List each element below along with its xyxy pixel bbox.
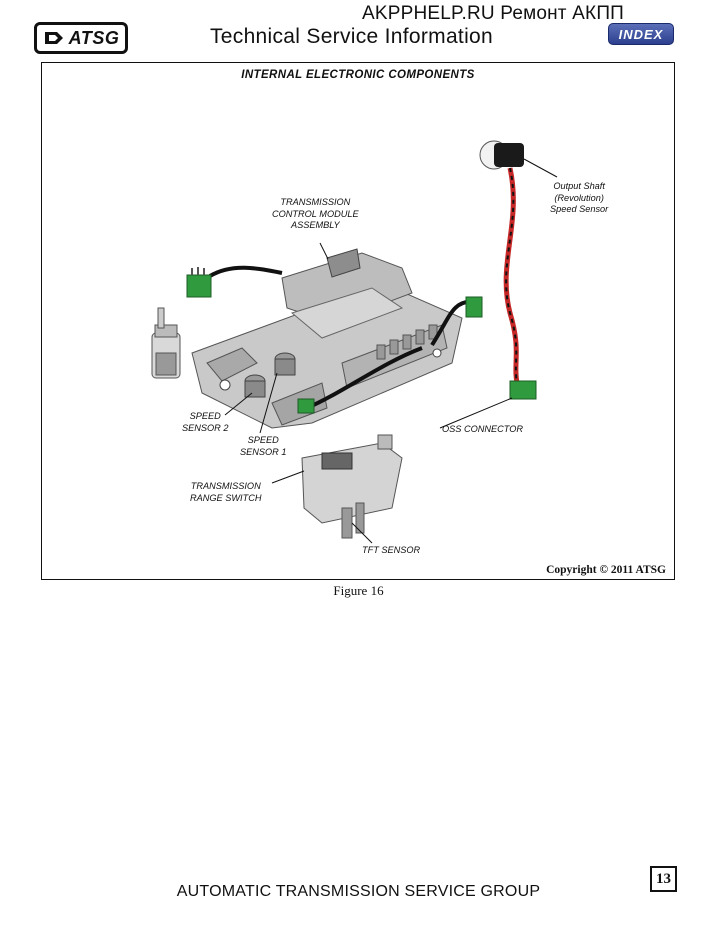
range-switch-label: TRANSMISSION RANGE SWITCH — [190, 481, 262, 503]
tft-sensor-label: TFT SENSOR — [362, 545, 421, 555]
components-illustration — [151, 140, 558, 544]
leader-lines — [224, 158, 558, 544]
tcm-assembly-drawing — [191, 248, 463, 429]
logo-text: ATSG — [68, 27, 120, 48]
atsg-emblem-icon — [44, 32, 63, 44]
oss-sensor-drawing — [479, 140, 537, 400]
copyright-notice: Copyright © 2011 ATSG — [546, 564, 666, 576]
figure-frame: INTERNAL ELECTRONIC COMPONENTS — [41, 62, 675, 580]
page-number: 13 — [650, 866, 677, 892]
range-switch-drawing — [301, 434, 403, 539]
oss-label: Output Shaft (Revolution) Speed Sensor — [550, 181, 609, 214]
atsg-logo: ATSG — [34, 22, 128, 54]
footer-company: AUTOMATIC TRANSMISSION SERVICE GROUP — [176, 883, 541, 900]
page-title: Technical Service Information — [210, 25, 493, 48]
figure-title: INTERNAL ELECTRONIC COMPONENTS — [241, 69, 475, 81]
range-switch-drawing-left — [151, 307, 181, 379]
speed-sensor-1-label: SPEED SENSOR 1 — [240, 435, 287, 457]
index-button[interactable]: INDEX — [608, 23, 674, 45]
speed-sensor-2-label: SPEED SENSOR 2 — [182, 411, 229, 433]
site-banner: AKPPHELP.RU Ремонт АКПП — [362, 3, 625, 24]
figure-caption: Figure 16 — [333, 583, 384, 598]
tcm-label: TRANSMISSION CONTROL MODULE ASSEMBLY — [272, 197, 359, 230]
tcm-harness-drawing — [186, 265, 483, 414]
oss-connector-label: OSS CONNECTOR — [442, 424, 523, 434]
